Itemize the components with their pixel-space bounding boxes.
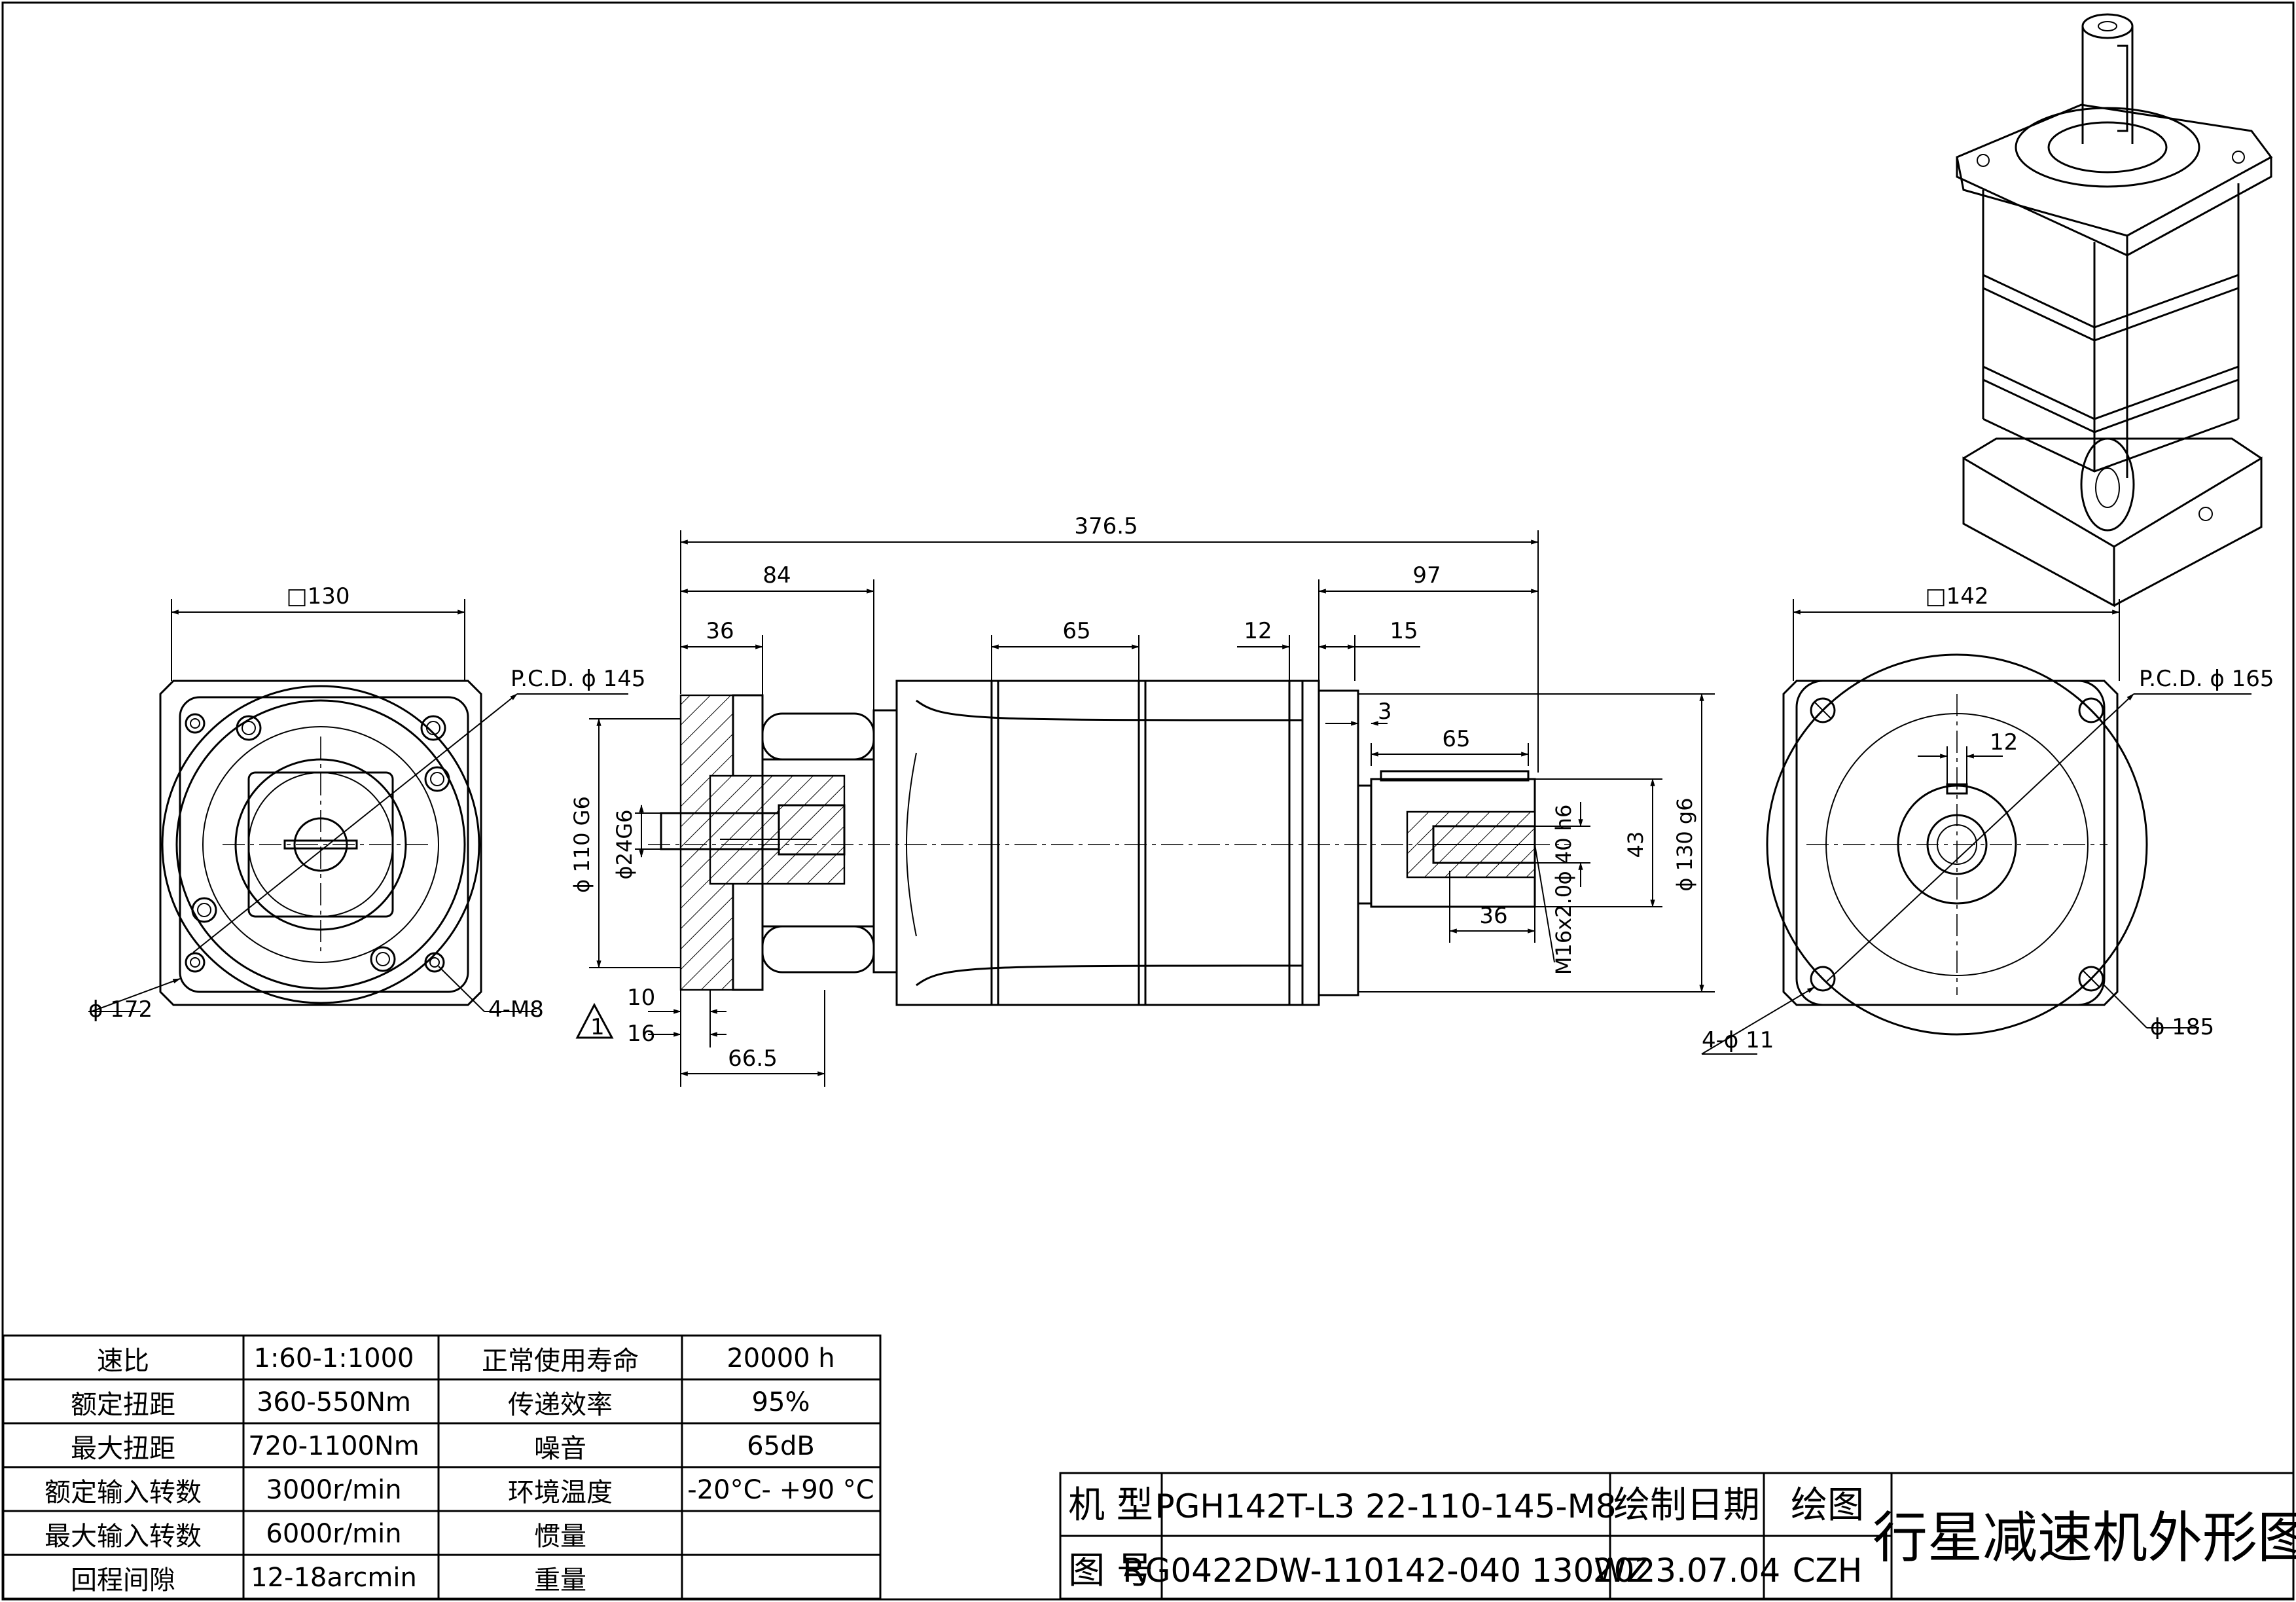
front-view: □130 P.C.D. ϕ 145 ϕ 172 4-M8: [88, 583, 646, 1023]
spec-value: 6000r/min: [266, 1519, 401, 1549]
front-pcd-dim: P.C.D. ϕ 145: [511, 666, 646, 692]
spec-key: 额定输入转数: [45, 1478, 202, 1508]
spec-value: 95%: [752, 1387, 810, 1417]
spec-value: 360-550Nm: [257, 1387, 411, 1417]
spec-value: -20°C- +90 °C: [687, 1475, 874, 1505]
front-square-dim: □130: [286, 583, 350, 610]
dim-thread: M16x2.0: [1551, 884, 1576, 975]
dim-10: 10: [627, 985, 655, 1011]
spec-key: 最大扭距: [71, 1434, 175, 1464]
dim-84: 84: [762, 562, 791, 589]
output-holes-dim: 4-ϕ 11: [1702, 1027, 1774, 1053]
dim-12: 12: [1244, 618, 1272, 644]
spec-key: 正常使用寿命: [482, 1346, 639, 1376]
dim-shaft: ϕ 40 h6: [1551, 805, 1576, 885]
front-outer-dia: ϕ 172: [88, 996, 152, 1023]
spec-key: 额定扭距: [71, 1390, 175, 1420]
dim-overall: 376.5: [1074, 513, 1138, 539]
drafter-value: CZH: [1793, 1552, 1863, 1590]
dim-bore: ϕ24G6: [612, 810, 637, 880]
dim-16: 16: [627, 1021, 655, 1047]
spec-value: 20000 h: [726, 1343, 834, 1374]
bolt-holes: [185, 713, 450, 973]
drafter-label: 绘图: [1791, 1484, 1864, 1527]
drawing-title: 行星减速机外形图: [1873, 1506, 2296, 1570]
dim-15: 15: [1390, 618, 1418, 644]
spec-value: 65dB: [747, 1431, 815, 1461]
dim-43: 43: [1623, 831, 1648, 858]
spec-key: 回程间隙: [71, 1565, 175, 1595]
dim-65-body: 65: [1062, 618, 1090, 644]
dim-36-bottom: 36: [1479, 903, 1507, 929]
date-label: 绘制日期: [1613, 1484, 1760, 1527]
datum-triangle: 1: [590, 1014, 605, 1040]
spec-key: 惯量: [534, 1521, 586, 1552]
drawing-no-value: RG0422DW-110142-040 130WZ: [1122, 1552, 1649, 1590]
spec-table: 速比 1:60-1:1000 正常使用寿命 20000 h 额定扭距 360-5…: [2, 1334, 882, 1600]
drawing-no-label: 图 号: [1068, 1550, 1153, 1592]
spec-value: 1:60-1:1000: [254, 1343, 414, 1374]
model-label: 机 型: [1068, 1484, 1153, 1527]
side-view: 376.5 84 36 65 12 15 97 3 65 36: [569, 513, 1715, 1087]
spec-key: 噪音: [534, 1434, 586, 1464]
dim-3: 3: [1378, 699, 1392, 725]
output-square-dim: □142: [1925, 583, 1988, 610]
dim-spigot: ϕ 130 g6: [1672, 797, 1697, 891]
date-value: 2023.07.04: [1593, 1552, 1780, 1590]
spec-value: 3000r/min: [266, 1475, 401, 1505]
spec-value: 720-1100Nm: [248, 1431, 419, 1461]
output-key-dim: 12: [1990, 729, 2018, 755]
dim-65-key: 65: [1442, 726, 1470, 752]
output-view: □142 P.C.D. ϕ 165 12 4-ϕ 11 ϕ 185: [1701, 583, 2274, 1055]
output-pcd-dim: P.C.D. ϕ 165: [2139, 666, 2274, 692]
output-outer-dia: ϕ 185: [2150, 1014, 2214, 1040]
title-block: 机 型 PGH142T-L3 22-110-145-M8 绘制日期 绘图 图 号…: [1059, 1472, 2296, 1600]
output-bolt-holes: [1810, 697, 2104, 992]
spec-key: 最大输入转数: [45, 1521, 202, 1552]
dim-pilot: ϕ 110 G6: [569, 796, 594, 893]
dim-66-5: 66.5: [728, 1046, 778, 1072]
spec-key: 传递效率: [508, 1390, 613, 1420]
front-holes-dim: 4-M8: [488, 996, 544, 1023]
spec-key: 重量: [534, 1565, 586, 1595]
model-value: PGH142T-L3 22-110-145-M8: [1155, 1487, 1616, 1525]
spec-key: 速比: [97, 1346, 149, 1376]
dim-36-top: 36: [706, 618, 734, 644]
isometric-view: [1956, 13, 2273, 608]
dim-97: 97: [1412, 562, 1441, 589]
spec-value: 12-18arcmin: [251, 1563, 417, 1593]
spec-key: 环境温度: [508, 1478, 613, 1508]
